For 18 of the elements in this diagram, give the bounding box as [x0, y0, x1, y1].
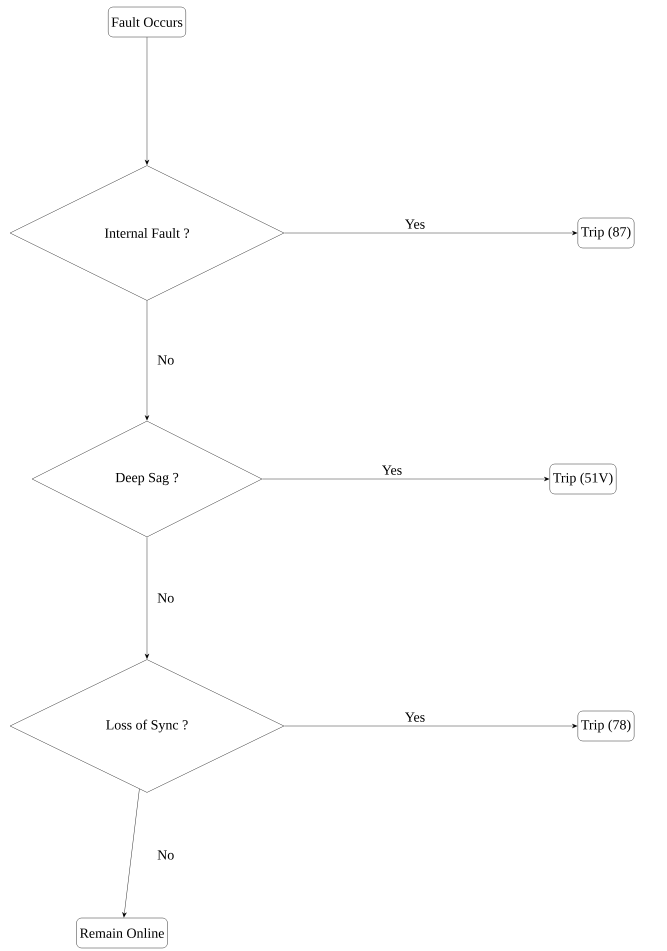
terminal-box: Trip (87) — [578, 218, 634, 248]
edge-label: Yes — [405, 220, 425, 229]
edge-label: No — [158, 850, 174, 860]
arrow — [262, 476, 550, 482]
edge-label: Yes — [382, 466, 402, 475]
terminal-box: Trip (51V) — [550, 464, 616, 494]
terminal-box: Fault Occurs — [108, 6, 186, 38]
arrow — [144, 37, 150, 165]
edge-label: Yes — [405, 712, 425, 722]
arrow — [284, 230, 578, 236]
edge-label: No — [158, 355, 174, 365]
terminal-box: Trip (78) — [578, 710, 634, 742]
edge-label: No — [158, 593, 174, 603]
arrow — [144, 300, 150, 420]
arrow — [144, 537, 150, 659]
arrow — [284, 724, 578, 728]
arrow — [122, 788, 140, 918]
terminal-box: Remain Online — [76, 918, 168, 948]
